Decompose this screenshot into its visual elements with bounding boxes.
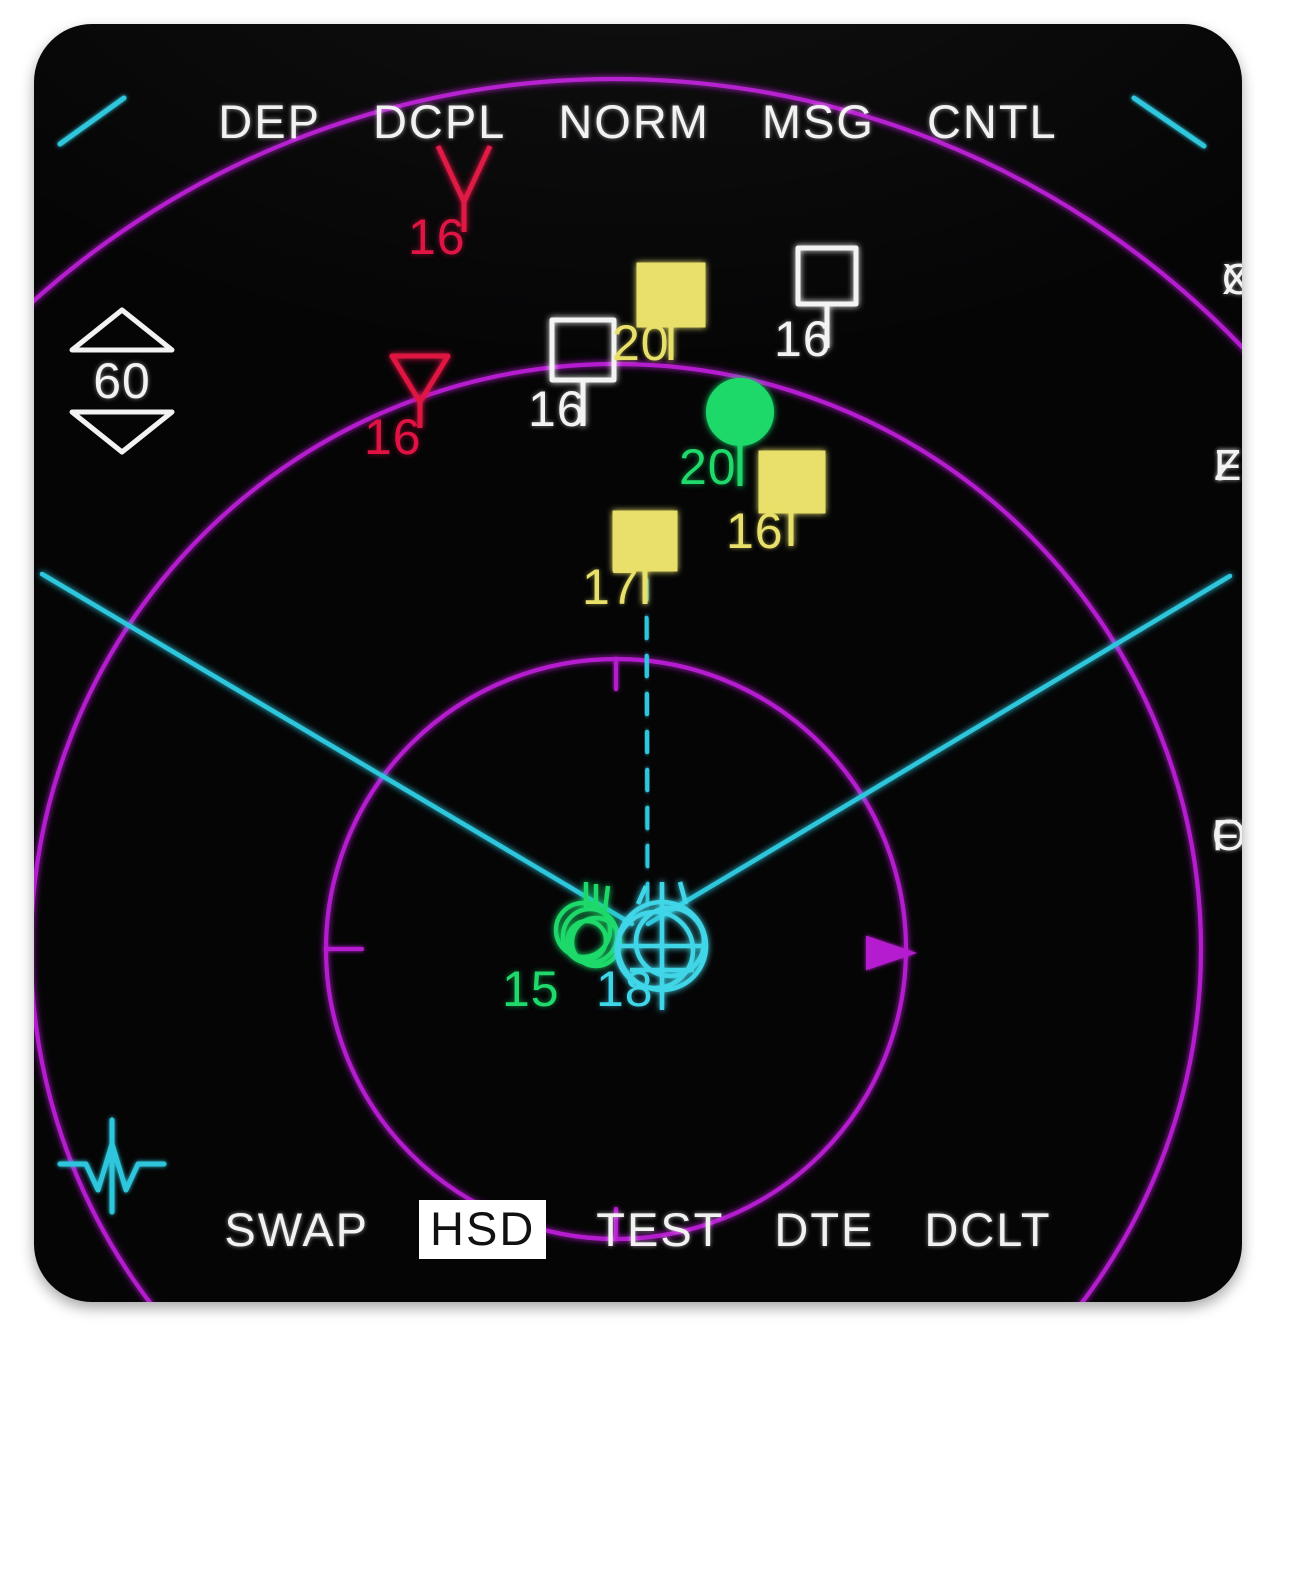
range-ring-middle [34, 362, 1203, 1302]
heading-line [643, 541, 651, 907]
scan-line-right [645, 573, 1233, 927]
ownship-label: 18 [596, 961, 654, 1017]
track-label-hostile-triangle: 16 [364, 409, 422, 465]
range-ring-outer [34, 77, 1242, 350]
mfd-display-panel: DEP DCPL NORM MSG CNTL 60 [34, 24, 1242, 1302]
radar-scan-cone [39, 571, 1233, 927]
osb-dte[interactable]: DTE [774, 1203, 875, 1256]
osb-dep[interactable]: DEP [218, 95, 321, 148]
bullseye-waveform-icon[interactable] [57, 1117, 167, 1215]
hsd-graphics-layer [34, 77, 1242, 1302]
fz-label-f: F [1214, 441, 1242, 490]
range-control[interactable]: 60 [62, 304, 182, 458]
track-label-neutral-1: 20 [612, 315, 670, 371]
osb-msg[interactable]: MSG [761, 95, 875, 148]
track-label-unknown-2: 16 [774, 311, 832, 367]
top-menu-bar: DEP DCPL NORM MSG CNTL [34, 98, 1242, 145]
osb-swap[interactable]: SWAP [224, 1203, 370, 1256]
fr-label: FR [1212, 811, 1242, 860]
course-arrow-icon [866, 935, 918, 971]
fz-label-z: Z [1214, 441, 1242, 490]
osb-norm[interactable]: NORM [558, 95, 710, 148]
triangle-up-icon[interactable] [62, 304, 182, 356]
osb-hsd[interactable]: HSD [419, 1200, 547, 1259]
track-label-neutral-2: 16 [726, 503, 784, 559]
bottom-menu-bar: SWAP HSD TEST DTE DCLT [34, 1200, 1242, 1259]
track-label-neutral-3: 17 [582, 559, 640, 615]
track-label-friendly-1: 20 [679, 439, 737, 495]
fr-value: ON [1212, 811, 1242, 860]
track-symbol-friendly-cluster[interactable] [553, 882, 623, 969]
osb-dcpl[interactable]: DCPL [372, 95, 507, 148]
range-value: 60 [93, 353, 151, 409]
range-ring-inner [323, 656, 909, 1242]
xmt-value: OFF [1222, 255, 1242, 304]
osb-dclt[interactable]: DCLT [924, 1203, 1052, 1256]
osb-test[interactable]: TEST [596, 1203, 725, 1256]
range-rings [34, 77, 1242, 1302]
track-label-friendly-cluster: 15 [502, 961, 560, 1017]
hsd-screen: DEP DCPL NORM MSG CNTL 60 [34, 24, 1242, 1302]
osb-cntl[interactable]: CNTL [926, 95, 1058, 148]
scan-line-left [39, 571, 635, 927]
track-label-unknown-1: 16 [528, 381, 586, 437]
xmt-label: XMT [1222, 255, 1242, 304]
range-ring-ticks [323, 656, 619, 1242]
track-label-hostile-y: 16 [408, 209, 466, 265]
corner-ticks-layer [57, 95, 1207, 1215]
triangle-down-icon[interactable] [62, 406, 182, 458]
